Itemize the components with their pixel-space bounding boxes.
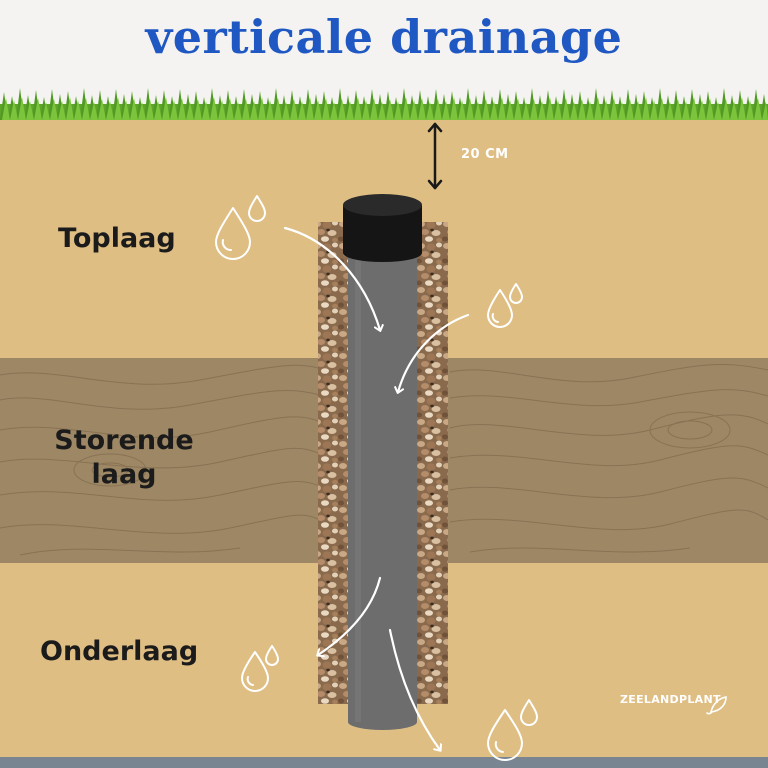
measurement-label: 20 CM [461, 147, 509, 162]
layer-label-bottom: Onderlaag [40, 636, 199, 667]
drainage-pipe-bottom [348, 714, 417, 730]
double-arrow-icon [427, 122, 443, 190]
layer-label-middle: Storende laag [50, 424, 198, 492]
page-title: verticale drainage [145, 10, 623, 64]
grass-strip [0, 88, 768, 120]
clay-contour-lines [0, 364, 768, 556]
layer-label-top: Toplaag [58, 223, 176, 254]
layer-label-middle-line2: laag [91, 459, 157, 490]
brand-logo: ZEELANDPLANT [620, 693, 721, 706]
layer-label-middle-line1: Storende [54, 425, 194, 456]
water-drop-icon [215, 195, 538, 761]
pipe-cap [343, 194, 422, 262]
water-base-strip [0, 757, 768, 768]
leaf-icon [706, 696, 727, 715]
flow-arrow-icon [283, 226, 470, 750]
